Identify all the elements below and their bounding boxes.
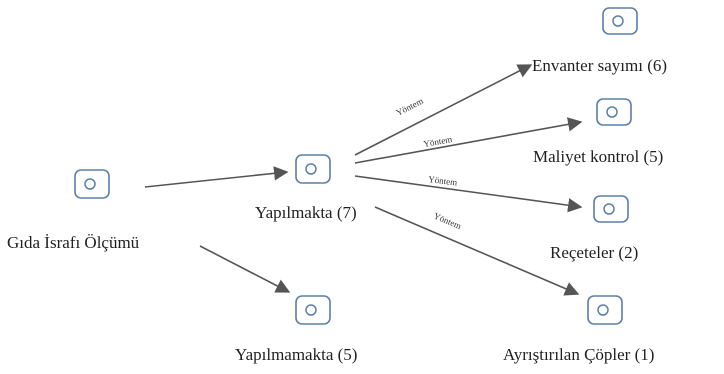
edge-yes-to-recipes	[354, 175, 583, 213]
code-node-icon	[587, 295, 623, 325]
node-waste[interactable]: Ayrıştırılan Çöpler (1)	[503, 295, 654, 364]
edge-root-to-yes	[144, 166, 289, 188]
node-label-yes: Yapılmakta (7)	[255, 203, 357, 222]
node-label-no: Yapılmamakta (5)	[235, 345, 357, 364]
node-label-cost: Maliyet kontrol (5)	[533, 147, 663, 166]
edge-yes-to-inventory	[354, 64, 533, 156]
code-node-icon	[295, 295, 331, 325]
node-label-inventory: Envanter sayımı (6)	[532, 56, 667, 75]
node-cost[interactable]: Maliyet kontrol (5)	[533, 98, 663, 166]
node-label-root: Gıda İsrafı Ölçümü	[7, 233, 140, 252]
node-label-waste: Ayrıştırılan Çöpler (1)	[503, 345, 654, 364]
edges	[144, 64, 583, 296]
edge-labels: Yöntem Yöntem Yöntem Yöntem	[394, 96, 462, 231]
code-node-icon	[74, 169, 110, 199]
edge-label-cost: Yöntem	[423, 134, 453, 149]
node-label-recipes: Reçeteler (2)	[550, 243, 638, 262]
edge-yes-to-cost	[354, 117, 583, 164]
edge-root-to-no	[199, 245, 291, 293]
node-recipes[interactable]: Reçeteler (2)	[550, 195, 638, 262]
edge-label-inventory: Yöntem	[394, 96, 424, 118]
code-node-icon	[295, 154, 331, 184]
edge-label-waste: Yöntem	[432, 211, 463, 232]
node-inventory[interactable]: Envanter sayımı (6)	[532, 7, 667, 75]
node-root[interactable]: Gıda İsrafı Ölçümü	[7, 169, 140, 252]
code-node-icon	[593, 195, 629, 223]
edge-label-recipes: Yöntem	[428, 174, 458, 187]
code-node-icon	[596, 98, 632, 126]
node-yes[interactable]: Yapılmakta (7)	[255, 154, 357, 222]
code-node-icon	[602, 7, 638, 35]
node-no[interactable]: Yapılmamakta (5)	[235, 295, 357, 364]
edge-yes-to-waste	[374, 206, 580, 296]
